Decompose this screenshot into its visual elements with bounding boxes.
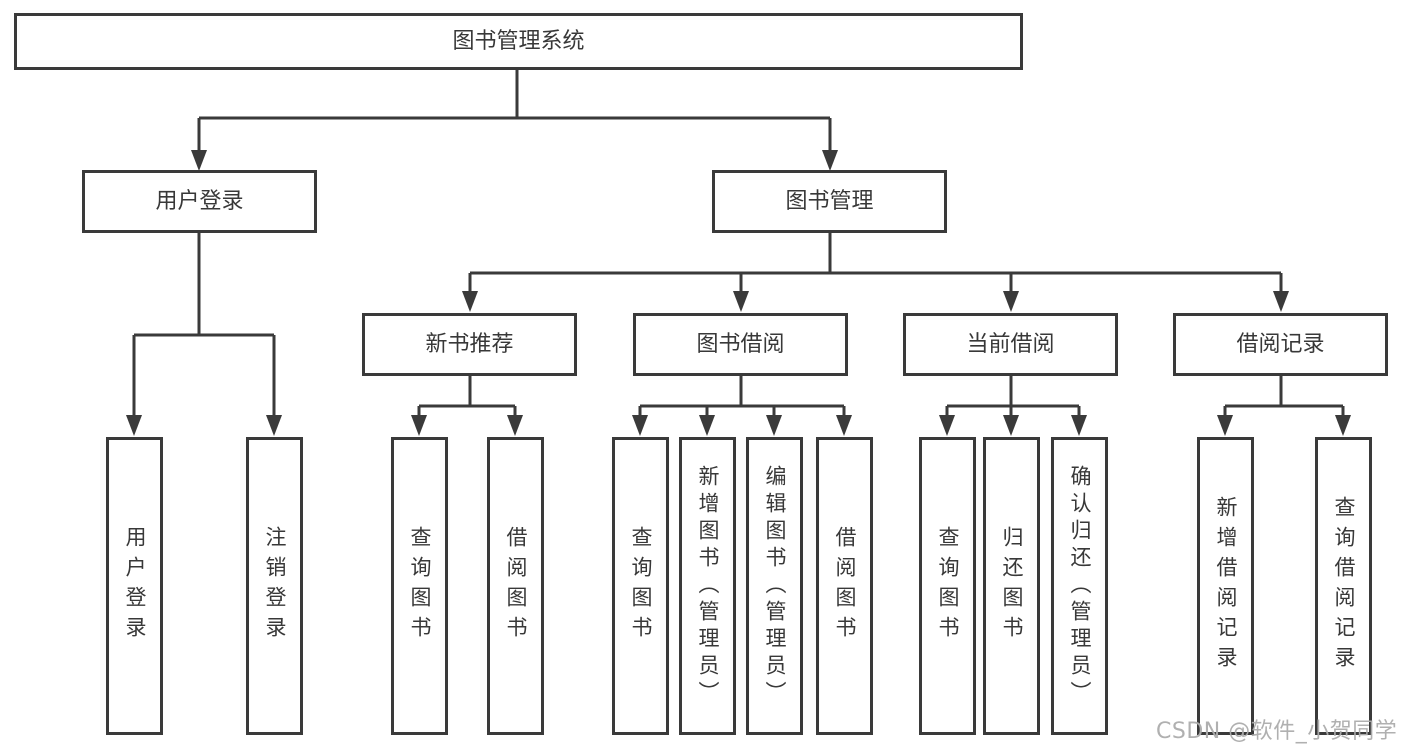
arrowhead-icon bbox=[507, 415, 523, 436]
arrowhead-icon bbox=[733, 291, 749, 312]
leaf-user-login: 用户登录 bbox=[106, 437, 163, 735]
node-current-borrow: 当前借阅 bbox=[903, 313, 1118, 376]
arrowhead-icon bbox=[462, 291, 478, 312]
csdn-watermark: CSDN @软件_小贺同学 bbox=[1156, 719, 1398, 744]
arrowhead-icon bbox=[1335, 415, 1351, 436]
node-new-book-recommend: 新书推荐 bbox=[362, 313, 577, 376]
node-book-borrow: 图书借阅 bbox=[633, 313, 848, 376]
arrowhead-icon bbox=[191, 150, 207, 171]
arrowhead-icon bbox=[632, 415, 648, 436]
leaf-borrow-add-books-admin: 新增图书（管理员） bbox=[679, 437, 736, 735]
arrowhead-icon bbox=[126, 415, 142, 436]
arrowhead-icon bbox=[1003, 291, 1019, 312]
leaf-borrow-borrow-books: 借阅图书 bbox=[816, 437, 873, 735]
arrowhead-icon bbox=[836, 415, 852, 436]
arrowhead-icon bbox=[766, 415, 782, 436]
node-user-login: 用户登录 bbox=[82, 170, 317, 233]
arrowhead-icon bbox=[1273, 291, 1289, 312]
leaf-logout: 注销登录 bbox=[246, 437, 303, 735]
arrowhead-icon bbox=[1071, 415, 1087, 436]
arrowhead-icon bbox=[411, 415, 427, 436]
leaf-recommend-query-books: 查询图书 bbox=[391, 437, 448, 735]
leaf-records-query-record: 查询借阅记录 bbox=[1315, 437, 1372, 735]
arrowhead-icon bbox=[939, 415, 955, 436]
node-borrow-records: 借阅记录 bbox=[1173, 313, 1388, 376]
arrowhead-icon bbox=[1003, 415, 1019, 436]
leaf-borrow-query-books: 查询图书 bbox=[612, 437, 669, 735]
node-root-system: 图书管理系统 bbox=[14, 13, 1023, 70]
leaf-borrow-edit-books-admin: 编辑图书（管理员） bbox=[746, 437, 803, 735]
leaf-current-return-books: 归还图书 bbox=[983, 437, 1040, 735]
arrowhead-icon bbox=[266, 415, 282, 436]
leaf-records-add-record: 新增借阅记录 bbox=[1197, 437, 1254, 735]
arrowhead-icon bbox=[1217, 415, 1233, 436]
leaf-current-query-books: 查询图书 bbox=[919, 437, 976, 735]
leaf-current-confirm-return-admin: 确认归还（管理员） bbox=[1051, 437, 1108, 735]
leaf-recommend-borrow-books: 借阅图书 bbox=[487, 437, 544, 735]
arrowhead-icon bbox=[699, 415, 715, 436]
arrowhead-icon bbox=[822, 150, 838, 171]
node-book-management: 图书管理 bbox=[712, 170, 947, 233]
arrowheads bbox=[126, 150, 1351, 436]
